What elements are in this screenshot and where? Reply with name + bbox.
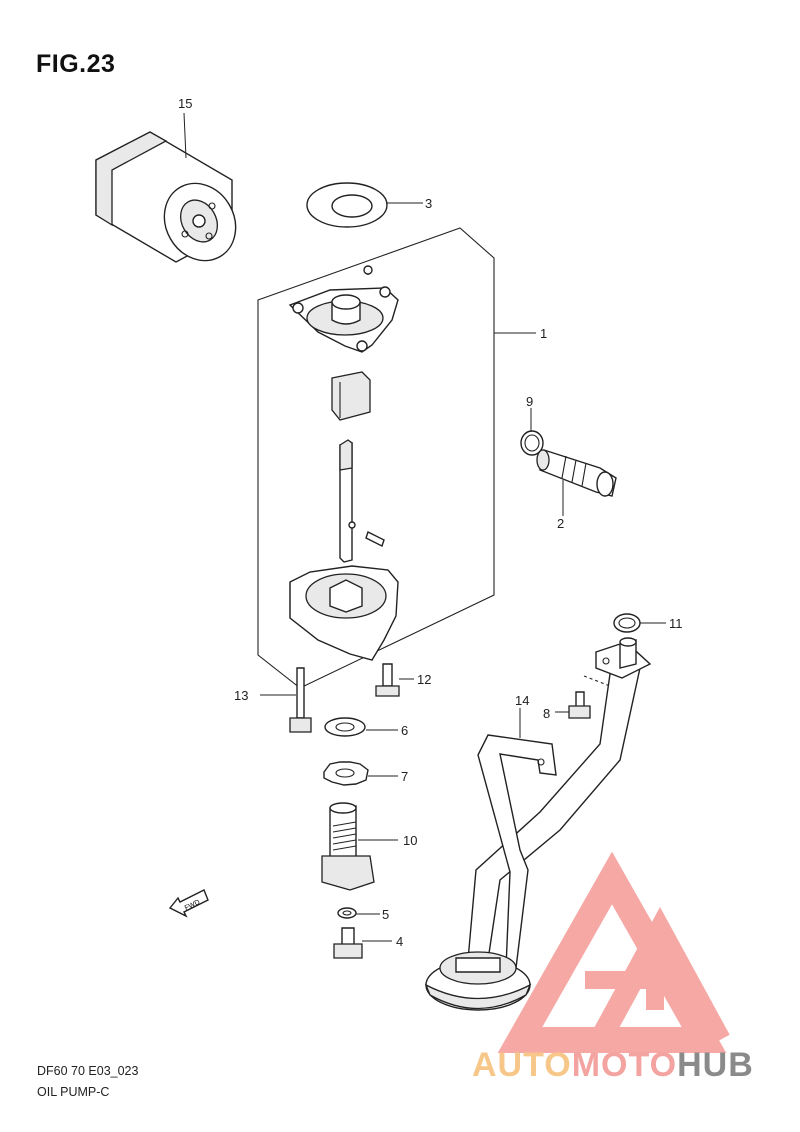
washer-part-8 — [337, 907, 380, 919]
callout-10: 6 — [401, 723, 408, 738]
bolt-part-7 — [555, 675, 611, 719]
pump-body — [289, 565, 399, 661]
callout-5: 7 — [401, 769, 408, 784]
oil-strainer-part-6 — [424, 637, 652, 1011]
callout-15: 15 — [178, 96, 192, 111]
callout-7: 8 — [543, 706, 550, 721]
callout-2: 2 — [557, 516, 564, 531]
callout-13: 13 — [234, 688, 248, 703]
callout-3: 3 — [425, 196, 432, 211]
pump-shaft — [339, 439, 356, 563]
diagram-code: DF60 70 E03_023 — [37, 1064, 139, 1078]
watermark-text: AUTOMOTOHUB — [472, 1046, 754, 1085]
callout-1: 1 — [540, 326, 547, 341]
o-ring-part-3 — [306, 182, 423, 228]
o-ring-part-9 — [520, 408, 544, 456]
bolt-part-12 — [375, 663, 414, 697]
bolt-part-4 — [321, 802, 398, 891]
figure-title: FIG.23 — [36, 50, 116, 78]
o-ring-part-11 — [613, 613, 666, 633]
bolt-part-14 — [333, 927, 392, 959]
fwd-arrow-icon: FWD — [168, 889, 209, 918]
pump-cover — [288, 265, 399, 353]
callout-11: 11 — [669, 616, 683, 631]
callout-14: 4 — [396, 934, 403, 949]
diagram-caption: OIL PUMP-C — [37, 1085, 110, 1099]
watermark-part-hub: HUB — [677, 1046, 754, 1084]
pump-rotor — [331, 371, 371, 421]
watermark-part-moto: MOTO — [571, 1046, 678, 1084]
watermark-logo — [497, 851, 730, 1053]
bolt-part-13 — [260, 667, 312, 733]
watermark-part-auto: AUTO — [472, 1046, 572, 1084]
pump-assembly-frame — [257, 227, 495, 689]
valve-fitting-part-2 — [536, 449, 617, 516]
callout-6: 14 — [515, 693, 529, 708]
callout-8: 5 — [382, 907, 389, 922]
oil-filter-part-15 — [95, 112, 237, 263]
callout-9: 9 — [526, 394, 533, 409]
callout-12: 12 — [417, 672, 431, 687]
lock-washer-part-5 — [323, 761, 398, 786]
washer-part-10 — [324, 717, 398, 737]
drive-pin — [365, 531, 385, 547]
callout-4: 10 — [403, 833, 417, 848]
